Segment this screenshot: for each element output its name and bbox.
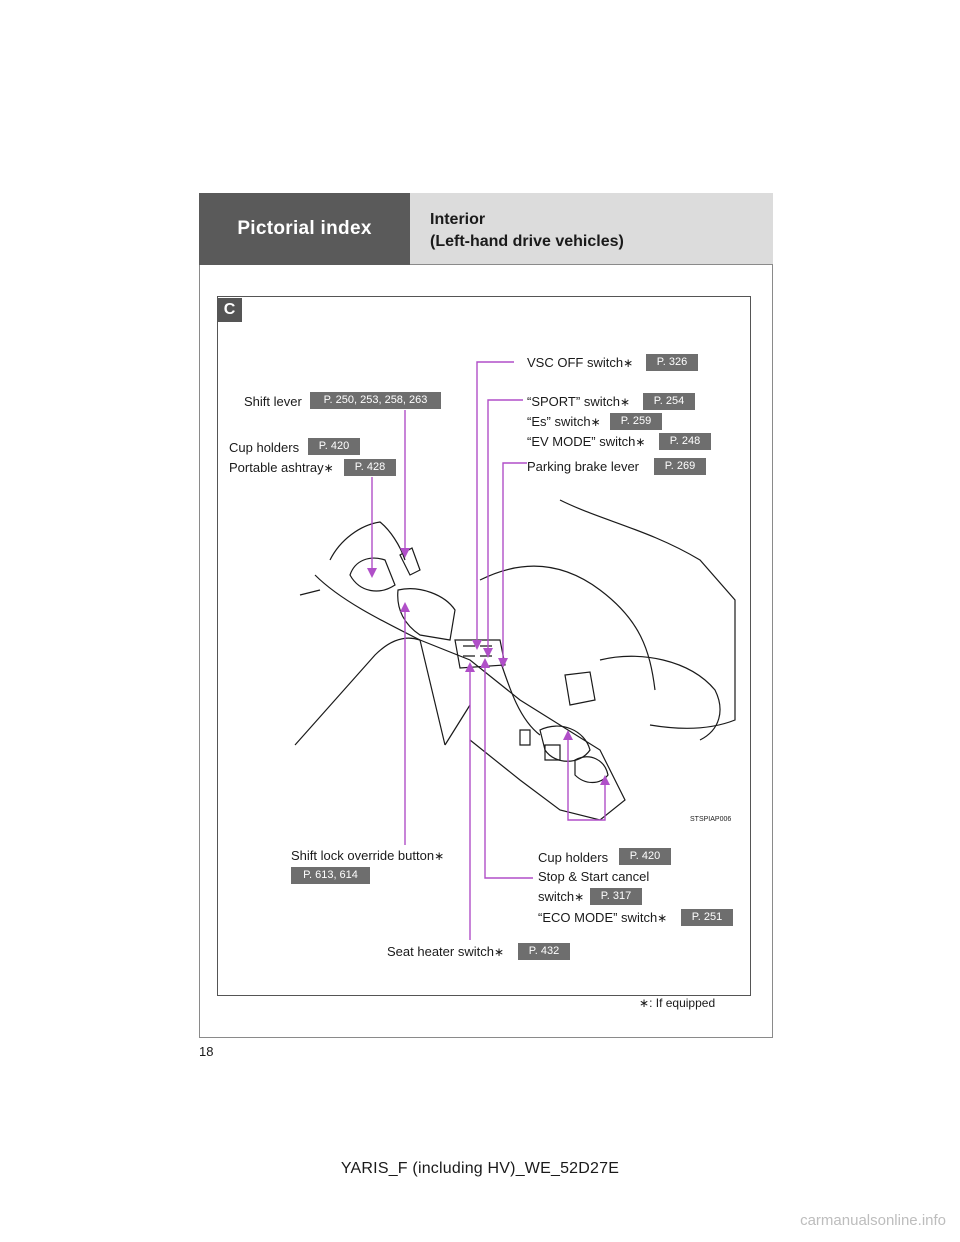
ref-ashtray[interactable]: P. 428 — [344, 459, 396, 476]
label-shift-lever: Shift lever — [244, 394, 302, 410]
label-eco-mode-text: “ECO MODE” switch — [538, 910, 657, 925]
label-parking-brake: Parking brake lever — [527, 459, 639, 475]
equipped-mark: ∗ — [591, 415, 601, 429]
label-es: “Es” switch∗ — [527, 414, 601, 430]
ref-cup-holders-top[interactable]: P. 420 — [308, 438, 360, 455]
label-ev-mode-text: “EV MODE” switch — [527, 434, 635, 449]
equipped-mark: ∗ — [639, 996, 649, 1010]
label-es-text: “Es” switch — [527, 414, 591, 429]
ref-ev-mode[interactable]: P. 248 — [659, 433, 711, 450]
label-ev-mode: “EV MODE” switch∗ — [527, 434, 645, 450]
ref-eco-mode[interactable]: P. 251 — [681, 909, 733, 926]
label-vsc-off: VSC OFF switch∗ — [527, 355, 633, 371]
ref-seat-heater[interactable]: P. 432 — [518, 943, 570, 960]
label-stop-start-2: switch∗ — [538, 889, 584, 905]
label-eco-mode: “ECO MODE” switch∗ — [538, 910, 667, 926]
footnote-text: : If equipped — [649, 996, 715, 1010]
label-vsc-off-text: VSC OFF switch — [527, 355, 623, 370]
ref-stop-start[interactable]: P. 317 — [590, 888, 642, 905]
ref-cup-holders-bottom[interactable]: P. 420 — [619, 848, 671, 865]
label-seat-heater: Seat heater switch∗ — [387, 944, 504, 960]
equipped-mark: ∗ — [324, 461, 334, 475]
label-sport-text: “SPORT” switch — [527, 394, 620, 409]
ref-es[interactable]: P. 259 — [610, 413, 662, 430]
label-shift-lock-text: Shift lock override button — [291, 848, 434, 863]
document-footer: YARIS_F (including HV)_WE_52D27E — [0, 1160, 960, 1178]
footnote: ∗: If equipped — [639, 996, 715, 1010]
equipped-mark: ∗ — [620, 395, 630, 409]
equipped-mark: ∗ — [574, 890, 584, 904]
image-code: STSPIAP006 — [690, 816, 731, 823]
ref-parking-brake[interactable]: P. 269 — [654, 458, 706, 475]
ref-vsc-off[interactable]: P. 326 — [646, 354, 698, 371]
label-ashtray-text: Portable ashtray — [229, 460, 324, 475]
label-stop-start-1: Stop & Start cancel — [538, 869, 649, 885]
equipped-mark: ∗ — [434, 849, 444, 863]
ref-sport[interactable]: P. 254 — [643, 393, 695, 410]
watermark: carmanualsonline.info — [800, 1212, 946, 1229]
label-cup-holders-top: Cup holders — [229, 440, 299, 456]
equipped-mark: ∗ — [635, 435, 645, 449]
equipped-mark: ∗ — [494, 945, 504, 959]
label-seat-heater-text: Seat heater switch — [387, 944, 494, 959]
ref-shift-lever[interactable]: P. 250, 253, 258, 263 — [310, 392, 441, 409]
label-ashtray: Portable ashtray∗ — [229, 460, 334, 476]
label-shift-lock: Shift lock override button∗ — [291, 848, 444, 864]
equipped-mark: ∗ — [623, 356, 633, 370]
label-sport: “SPORT” switch∗ — [527, 394, 630, 410]
label-stop-start-2-text: switch — [538, 889, 574, 904]
equipped-mark: ∗ — [657, 911, 667, 925]
ref-shift-lock[interactable]: P. 613, 614 — [291, 867, 370, 884]
label-cup-holders-bottom: Cup holders — [538, 850, 608, 866]
page-number: 18 — [199, 1044, 213, 1059]
